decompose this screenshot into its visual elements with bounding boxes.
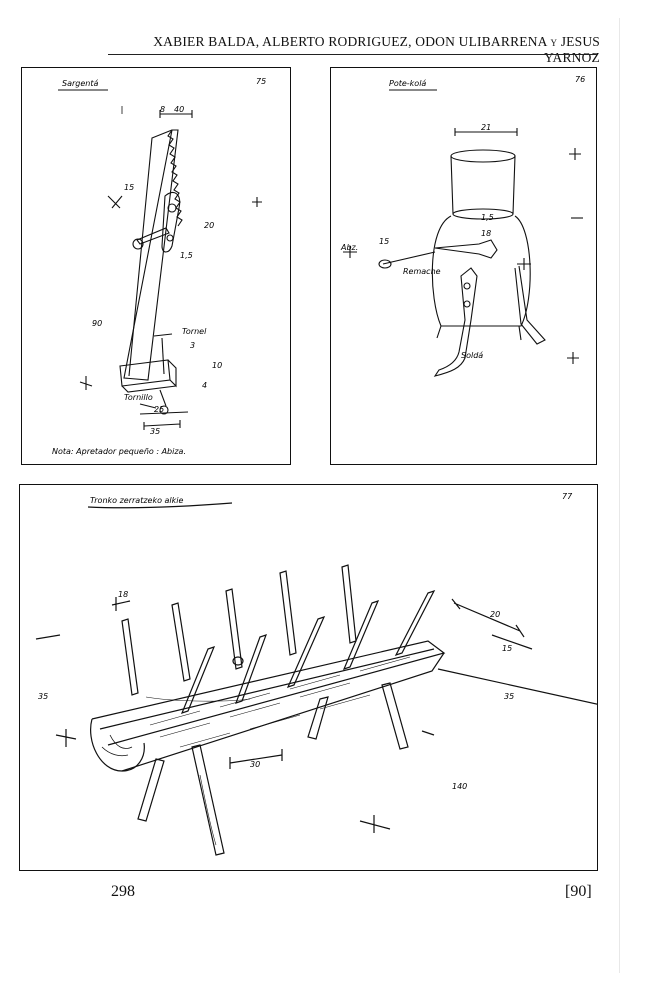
plate-75-clamp: Sargentá 75 Nota: Apretador pequeño : Ab… (21, 67, 291, 465)
plate-76-title: Pote-kolá (389, 79, 426, 88)
plate-75-title: Sargentá (62, 79, 98, 88)
leg (191, 744, 225, 856)
dim-label: 1,5 (481, 213, 494, 222)
pot-body (431, 215, 531, 327)
pot-drawing: Pote-kolá 76 21 1,5 15 Abz. 18 Remache S… (340, 75, 585, 377)
callout-label: Tornillo (124, 393, 153, 402)
plate-77-trestle: Tronko zerratzeko alkie 77 18 20 15 35 3… (19, 484, 598, 871)
callout-label: Soldá (461, 351, 483, 360)
clamp-bar (123, 129, 179, 381)
peg (180, 646, 216, 714)
trough-rim (91, 640, 446, 746)
page-edge-line (619, 18, 620, 973)
plate-76-pot: Pote-kolá 76 21 1,5 15 Abz. 18 Remache S… (330, 67, 597, 465)
dim-label: 21 (481, 123, 491, 132)
plate-77-number: 77 (562, 492, 573, 501)
peg (342, 600, 380, 670)
callout-label: Tornel (182, 327, 207, 336)
dim-label: 35 (38, 692, 48, 701)
dim-label: 15 (124, 183, 134, 192)
clamp-jaw (119, 359, 171, 387)
trestle-drawing: Tronko zerratzeko alkie 77 18 20 15 35 3… (35, 492, 597, 856)
dim-label: 4 (202, 381, 207, 390)
peg (341, 564, 357, 644)
dim-label: 1,5 (180, 251, 193, 260)
dim-label: 140 (452, 782, 467, 791)
trough-end (90, 718, 145, 772)
dim-label: 25 (154, 405, 164, 414)
pot-handle (434, 239, 498, 259)
dim-label: 90 (92, 319, 102, 328)
dim-label: 20 (490, 610, 500, 619)
plate-77-title: Tronko zerratzeko alkie (90, 496, 184, 505)
running-header: XABIER BALDA, ALBERTO RODRIGUEZ, ODON UL… (153, 34, 600, 65)
dim-label: 15 (502, 644, 512, 653)
plate-75-number: 75 (256, 77, 266, 86)
peg (394, 589, 436, 657)
dim-label: 3 (190, 341, 195, 350)
dim-label: 10 (212, 361, 222, 370)
dim-label: 35 (150, 427, 160, 436)
plate-76-number: 76 (575, 75, 585, 84)
dim-label: 20 (204, 221, 214, 230)
dim-label: 40 (174, 105, 184, 114)
peg (279, 570, 297, 656)
clamp-drawing: Sargentá 75 Nota: Apretador pequeño : Ab… (52, 77, 266, 456)
leg (307, 696, 329, 740)
folio-bracket: [90] (565, 883, 592, 900)
peg (121, 618, 139, 696)
dim-label: 18 (481, 229, 491, 238)
clamp-lever (161, 191, 181, 253)
dim-label: 18 (118, 590, 128, 599)
dim-label: 15 (379, 237, 389, 246)
peg (225, 588, 243, 670)
dim-label: 35 (504, 692, 514, 701)
peg (171, 602, 191, 682)
page-number: 298 (111, 883, 135, 900)
peg (286, 616, 326, 688)
pot-leg (433, 267, 478, 377)
dim-label: 30 (250, 760, 260, 769)
peg (235, 634, 267, 704)
leg (381, 682, 409, 750)
callout-label: Abz. (340, 243, 358, 252)
dim-label: 8 (160, 105, 165, 114)
plate-75-note: Nota: Apretador pequeño : Abiza. (52, 447, 186, 456)
leg (137, 758, 165, 822)
header-rule (108, 54, 598, 55)
callout-label: Remache (403, 267, 441, 276)
